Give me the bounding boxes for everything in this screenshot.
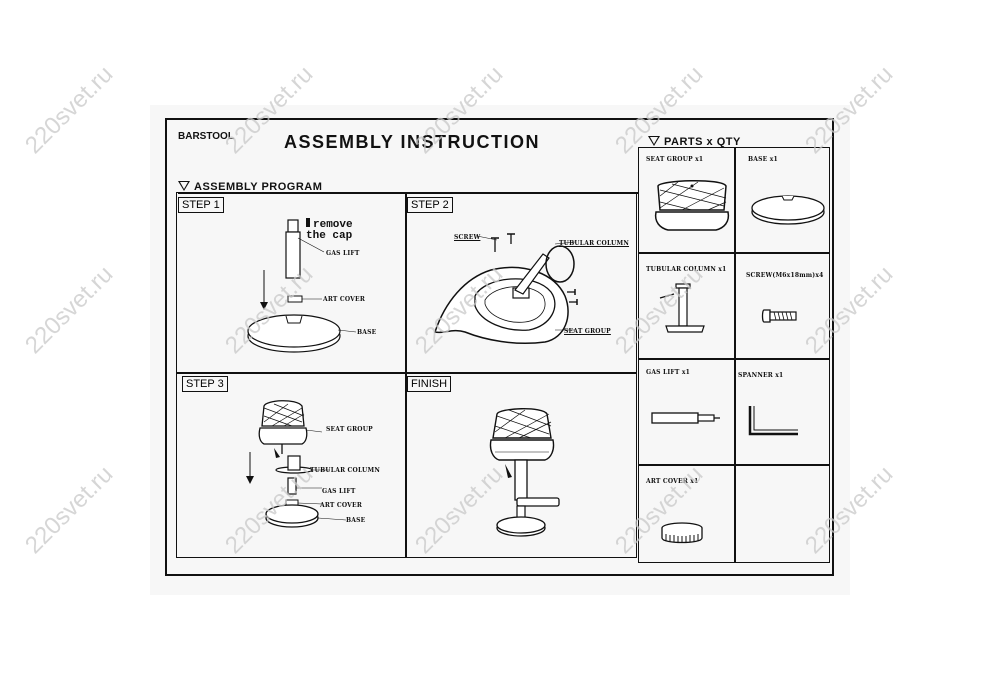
watermark: 220svet.ru [20,260,119,360]
step2-callout-seat-group: SEAT GROUP [564,328,611,335]
parts-heading: PARTS x QTY [648,135,741,148]
screw-icon [761,309,797,323]
part-label-gas-lift: GAS LIFT x1 [646,369,690,376]
finish-drawing [489,408,560,537]
step2-panel [405,192,637,374]
parts-grid-divider [734,147,736,563]
base-icon [751,195,825,225]
step1-panel [176,192,407,374]
step1-note-text: remove the cap [306,219,353,242]
finish-panel [405,372,637,558]
triangle-down-icon [178,181,190,191]
brand-label: BARSTOOL [178,131,234,142]
step1-callout-art-cover: ART COVER [323,296,366,303]
step3-drawing [246,400,347,528]
assembly-program-label: ASSEMBLY PROGRAM [194,181,323,193]
step1-drawing [247,219,357,353]
step3-callout-gas-lift: GAS LIFT [322,488,356,495]
part-label-art-cover: ART COVER x1 [646,478,699,485]
part-label-seat-group: SEAT GROUP x1 [646,156,704,163]
triangle-down-icon [648,136,660,146]
spanner-icon [748,406,798,436]
part-label-spanner: SPANNER x1 [738,372,784,379]
step2-callout-tubular-column: TUBULAR COLUMN [559,240,630,247]
step3-label: STEP 3 [182,376,228,392]
step2-callout-screw: SCREW [454,234,481,241]
part-label-screw: SCREW(M6x18mm)x4 [746,272,824,279]
parts-grid-divider [638,252,830,254]
step3-callout-art-cover: ART COVER [320,502,363,509]
part-label-base: BASE x1 [748,156,778,163]
step2-drawing [434,233,578,345]
bullet-icon [306,218,310,227]
step1-label: STEP 1 [178,197,224,213]
step1-note: remove the cap [306,218,376,242]
page-title: ASSEMBLY INSTRUCTION [284,132,541,152]
step1-callout-gas-lift: GAS LIFT [326,250,360,257]
assembly-program-heading: ASSEMBLY PROGRAM [178,180,322,193]
gas-lift-icon [651,412,720,424]
step2-label: STEP 2 [407,197,453,213]
step3-callout-seat-group: SEAT GROUP [326,426,373,433]
watermark: 220svet.ru [20,460,119,560]
parts-grid-divider [638,464,830,466]
step3-callout-base: BASE [346,517,366,524]
finish-label: FINISH [407,376,452,392]
art-cover-icon [661,522,703,544]
step3-callout-tubular-column: TUBULAR COLUMN [310,467,381,474]
seat-icon [654,179,730,231]
parts-label: PARTS x QTY [664,136,741,148]
part-label-tubular-column: TUBULAR COLUMN x1 [646,266,727,273]
sheet-border [165,118,834,576]
step3-panel [176,372,407,558]
step1-callout-base: BASE [357,329,377,336]
watermark: 220svet.ru [20,60,119,160]
tubular-column-icon [659,283,705,333]
parts-grid-divider [638,358,830,360]
